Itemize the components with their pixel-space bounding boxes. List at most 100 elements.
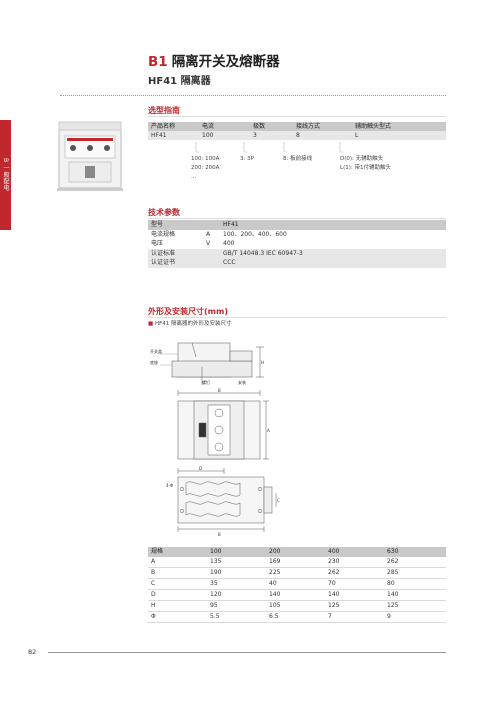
dims-cell: 125 [325,600,384,612]
selection-example-row: HF41 100 3 8 L [148,131,446,140]
bullet-icon: ■ [148,321,154,327]
col-aux: 辅助触头型式 [352,122,446,131]
spec-value: 400 [223,240,235,247]
example-poles: 3 [250,131,293,140]
dimensions-note: ■ HF41 隔离器的外形及安装尺寸 [148,320,232,329]
spec-label: 认证标准 [148,248,203,258]
dimensions-note-text: HF41 隔离器的外形及安装尺寸 [154,321,232,327]
section-side-tab: B 一般配电 [0,120,11,230]
dims-header: 规格 [148,547,207,557]
selection-heading-rule [148,116,446,117]
poles-option: 3: 3P [240,156,254,162]
dims-cell: 225 [266,567,325,579]
aux-options: D(0): 无辅助触头 L(1): 带1付辅助触头 [340,155,391,173]
title-text: 隔离开关及熔断器 [171,54,280,70]
dims-cell: H [148,600,207,612]
label-base: 底座 [150,359,158,365]
specs-heading: 技术参数 [148,208,180,217]
col-product: 产品名称 [148,122,199,131]
spec-row: 电压 V 400 [148,239,446,249]
dims-cell: 105 [266,600,325,612]
selection-connectors [195,142,343,153]
dimension-drawing-svg: H 开关盖 底座 螺钉 安装 B A [150,342,280,537]
dimensions-heading: 外形及安装尺寸(mm) [148,307,228,316]
dims-row: C 35 40 70 80 [148,578,446,590]
spec-value: 100、200、400、600 [223,230,287,238]
spec-label: 电压 [151,240,164,247]
label-screw: 螺钉 [202,379,210,385]
col-poles: 极数 [250,122,293,131]
dims-cell: D [148,589,207,601]
selection-header-row: 产品名称 电流 极数 接线方式 辅助触头型式 [148,122,446,131]
dims-cell: 140 [325,589,384,601]
dims-header: 630 [384,547,446,557]
dimensions-heading-rule [148,317,446,318]
spec-row: 电流规格 A 100、200、400、600 [148,230,446,240]
label-mount: 安装 [238,379,246,385]
dims-row: A 135 169 230 262 [148,557,446,568]
label-d: D [199,466,202,471]
spec-value: HF41 [220,220,446,230]
label-a: A [267,428,270,433]
dims-header: 100 [207,547,266,557]
dimension-drawing: H 开关盖 底座 螺钉 安装 B A [148,337,308,547]
label-phi: 4-Φ [166,483,173,488]
spec-unit [203,258,220,268]
dims-cell: 95 [207,600,266,612]
specs-table: 型号 HF41 电流规格 A 100、200、400、600 电压 V 400 … [148,220,446,268]
dims-cell: 125 [384,600,446,612]
spec-row: 认证证书 CCC [148,258,446,268]
current-option: ... [191,174,197,180]
example-product: HF41 [148,131,199,140]
dims-cell: Φ [148,611,207,623]
spec-row: 认证标准 GB/T 14048.3 IEC 60947-3 [148,248,446,258]
dims-row: Φ 5.5 6.5 7 9 [148,611,446,623]
dims-cell: 70 [325,578,384,590]
dims-cell: 9 [384,611,446,623]
dims-cell: 140 [266,589,325,601]
spec-unit: A [206,230,211,238]
page-number: 82 [28,648,37,656]
col-wiring: 接线方式 [293,122,352,131]
label-b-base: B [218,532,221,537]
label-b: B [218,388,221,393]
wiring-option: 8: 板前接线 [283,156,313,162]
dims-cell: 285 [384,567,446,579]
dims-cell: 262 [384,557,446,568]
selection-heading: 选型指南 [148,106,180,115]
dims-row: D 120 140 140 140 [148,589,446,601]
side-tab-label: B 一般配电 [2,158,9,192]
selection-table: 产品名称 电流 极数 接线方式 辅助触头型式 HF41 100 3 8 L [148,122,446,140]
dims-cell: 7 [325,611,384,623]
dims-row: H 95 105 125 125 [148,600,446,612]
spec-value: CCC [220,258,446,268]
spec-label: 认证证书 [148,258,203,268]
dims-cell: 6.5 [266,611,325,623]
dims-row: B 190 225 262 285 [148,567,446,579]
dims-cell: 5.5 [207,611,266,623]
dims-cell: C [148,578,207,590]
dims-header-row: 规格 100 200 400 630 [148,547,446,557]
dims-header: 400 [325,547,384,557]
spec-value: GB/T 14048.3 IEC 60947-3 [220,248,446,258]
footer-rule [48,652,446,653]
spec-unit: V [206,240,211,247]
page-subtitle: HF41 隔离器 [148,76,211,87]
dims-cell: 135 [207,557,266,568]
example-current: 100 [199,131,250,140]
dims-cell: 190 [207,567,266,579]
spec-unit [203,220,220,230]
spec-row: 型号 HF41 [148,220,446,230]
label-h: H [261,360,264,365]
disconnector-illustration [57,121,123,191]
dims-cell: 140 [384,589,446,601]
dims-cell: 40 [266,578,325,590]
dims-cell: 120 [207,589,266,601]
current-option: 200: 200A [191,165,220,171]
title-code: B1 [148,54,168,70]
example-wiring: 8 [293,131,352,140]
product-image [55,118,127,193]
label-c: C [277,498,280,503]
dims-cell: A [148,557,207,568]
